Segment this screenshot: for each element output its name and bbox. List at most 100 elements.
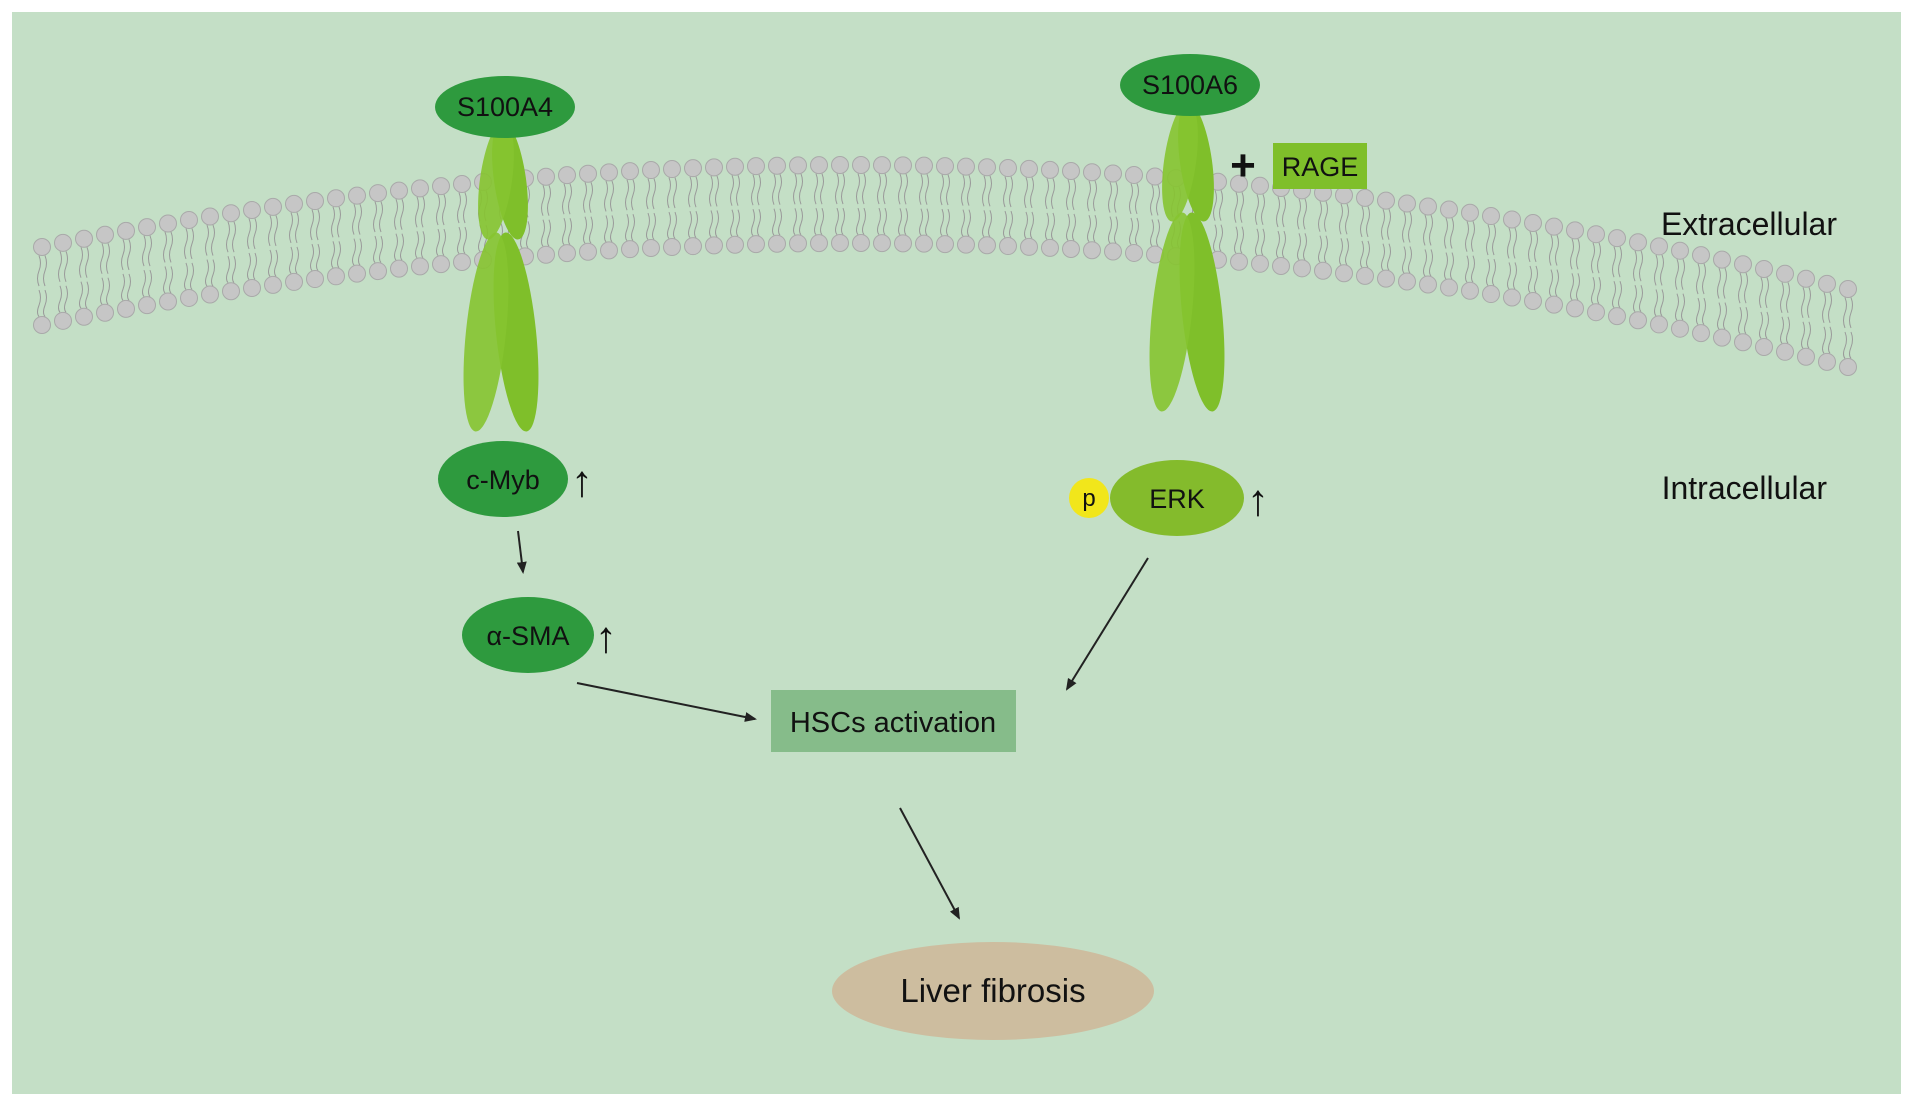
- lipid-tail: [1717, 267, 1721, 330]
- lipid-head: [768, 156, 786, 175]
- lipid-tail: [835, 173, 839, 235]
- lipid-head: [726, 235, 744, 254]
- lipid-head: [1062, 161, 1080, 180]
- lipid-head: [810, 156, 828, 175]
- lipid-tail: [715, 175, 719, 238]
- lipid-tail: [100, 243, 104, 305]
- lipid-tail: [1261, 194, 1265, 256]
- lipid-head: [222, 282, 240, 301]
- lipid-head: [1461, 203, 1479, 222]
- arrow-erk-to-hsc: [1065, 557, 1149, 691]
- lipid-tail: [64, 251, 68, 313]
- lipid-tail: [772, 174, 776, 236]
- lipid-head: [768, 234, 786, 253]
- lipid-tail: [1066, 179, 1070, 241]
- lipid-head: [1083, 163, 1101, 182]
- lipid-head: [1230, 174, 1248, 193]
- lipid-tail: [1045, 178, 1049, 240]
- lipid-tail: [883, 173, 887, 235]
- lipid-tail: [631, 179, 635, 241]
- lipid-tail: [1555, 234, 1559, 297]
- lipid-head: [999, 237, 1017, 256]
- lipid-tail: [226, 221, 230, 284]
- lipid-tail: [856, 173, 860, 235]
- lipid-tail: [1297, 198, 1301, 261]
- lipid-head: [852, 156, 870, 175]
- lipid-tail: [1696, 263, 1700, 325]
- lipid-tail: [121, 239, 125, 301]
- cell-membrane-bilayer: [33, 156, 1857, 377]
- lipid-tail: [568, 183, 572, 245]
- lipid-tail: [1591, 242, 1595, 305]
- s100a6-node: S100A6: [1120, 54, 1260, 116]
- lipid-tail: [1807, 287, 1811, 349]
- lipid-tail: [310, 209, 314, 271]
- lipid-head: [1734, 255, 1752, 274]
- lipid-tail: [163, 231, 167, 294]
- lipid-tail: [736, 175, 740, 237]
- lipid-head: [1797, 347, 1815, 366]
- lipid-head: [1629, 311, 1647, 330]
- lipid-tail: [1129, 183, 1133, 245]
- lipid-head: [1608, 229, 1626, 248]
- lipid-tail: [841, 173, 845, 235]
- lipid-tail: [1597, 242, 1601, 305]
- lipid-tail: [730, 175, 734, 237]
- lipid-tail: [1570, 238, 1574, 301]
- lipid-head: [1713, 250, 1731, 269]
- lipid-tail: [1822, 292, 1826, 354]
- lipid-tail: [1843, 297, 1847, 359]
- lipid-head: [831, 234, 849, 253]
- receptor-right: [1149, 102, 1225, 412]
- lipid-tail: [1150, 184, 1154, 247]
- diagram-canvas: S100A4 S100A6 + RAGE Extracellular Intra…: [12, 12, 1901, 1094]
- lipid-tail: [1612, 246, 1616, 308]
- lipid-head: [1251, 176, 1269, 195]
- lipid-tail: [1303, 198, 1307, 261]
- lipid-head: [1356, 266, 1374, 285]
- lipid-head: [1734, 333, 1752, 352]
- lipid-head: [705, 236, 723, 255]
- lipid-tail: [85, 247, 89, 309]
- lipid-tail: [1009, 176, 1013, 238]
- lipid-tail: [358, 203, 362, 266]
- lipid-tail: [589, 182, 593, 244]
- lipid-tail: [1654, 254, 1658, 317]
- lipid-tail: [1213, 190, 1217, 252]
- lipid-tail: [1465, 221, 1469, 283]
- lipid-head: [1608, 307, 1626, 326]
- lipid-tail: [1240, 192, 1244, 254]
- lipid-head: [642, 161, 660, 180]
- lipid-tail: [379, 201, 383, 263]
- lipid-head: [621, 162, 639, 181]
- lipid-tail: [799, 173, 803, 236]
- lipid-tail: [1444, 217, 1448, 280]
- lipid-head: [579, 242, 597, 261]
- arrow-asma-to-hsc: [576, 682, 757, 722]
- lipid-head: [558, 244, 576, 263]
- lipid-tail: [1576, 238, 1580, 301]
- lipid-head: [936, 157, 954, 176]
- cmyb-node: c-Myb: [438, 441, 568, 517]
- asma-label: α-SMA: [486, 621, 569, 651]
- lipid-head: [1797, 269, 1815, 288]
- lipid-head: [264, 275, 282, 294]
- lipid-head: [222, 204, 240, 223]
- lipid-head: [831, 156, 849, 175]
- lipid-tail: [1780, 282, 1784, 344]
- lipid-tail: [967, 174, 971, 237]
- erk-node: ERK: [1110, 460, 1244, 536]
- lipid-tail: [562, 183, 566, 245]
- lipid-head: [1398, 194, 1416, 213]
- lipid-head: [1314, 261, 1332, 280]
- rage-label: RAGE: [1282, 152, 1359, 182]
- lipid-tail: [1660, 254, 1664, 317]
- lipid-head: [915, 156, 933, 175]
- lipid-head: [306, 270, 324, 289]
- lipid-tail: [1108, 181, 1112, 244]
- lipid-head: [1146, 167, 1164, 186]
- plus-sign: +: [1230, 141, 1256, 190]
- lipid-tail: [1702, 263, 1706, 325]
- lipid-head: [978, 158, 996, 177]
- lipid-head: [1020, 159, 1038, 178]
